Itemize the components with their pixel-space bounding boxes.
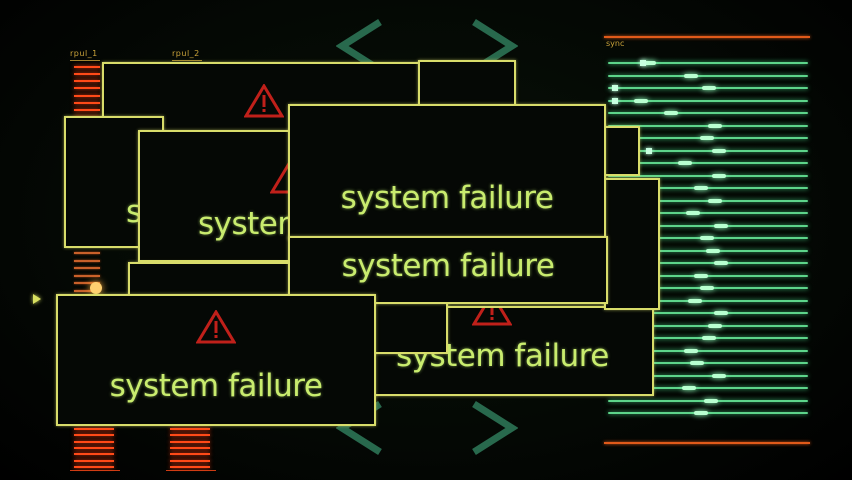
sync-pulse: [678, 161, 692, 165]
error-window[interactable]: system failure: [288, 236, 608, 304]
sync-bottom-rule: [604, 442, 810, 444]
input-knob[interactable]: [90, 282, 102, 294]
sync-line: [608, 62, 808, 64]
sync-line: [608, 187, 808, 189]
sync-pulse: [702, 336, 716, 340]
sync-marker: [646, 148, 652, 154]
chevron-right-icon: [470, 400, 518, 456]
error-window[interactable]: [418, 60, 516, 106]
error-window[interactable]: [600, 126, 640, 176]
sync-pulse: [708, 324, 722, 328]
sync-pulse: [694, 186, 708, 190]
sync-pulse: [634, 99, 648, 103]
sync-pulse: [712, 174, 726, 178]
sync-pulse: [714, 311, 728, 315]
sync-pulse: [714, 224, 728, 228]
sync-line: [608, 112, 808, 114]
sync-label: sync: [606, 39, 625, 48]
sync-line: [608, 175, 808, 177]
error-message: system failure: [109, 368, 323, 404]
sync-pulse: [690, 361, 704, 365]
warning-triangle-icon: [472, 308, 512, 326]
meter-baseline: [166, 470, 216, 471]
sync-line: [608, 350, 808, 352]
sync-panel: sync: [604, 36, 810, 448]
warning-triangle-icon: [244, 84, 284, 118]
error-window[interactable]: [604, 178, 660, 310]
sync-line: [608, 275, 808, 277]
sync-line: [608, 387, 808, 389]
sync-line: [608, 212, 808, 214]
sync-marker: [640, 60, 646, 66]
sync-pulse: [686, 211, 700, 215]
sync-pulse: [684, 74, 698, 78]
input-meter-right-bottom: [170, 428, 210, 468]
error-window[interactable]: system failure: [56, 294, 376, 426]
sync-pulse: [712, 374, 726, 378]
sync-line: [608, 362, 808, 364]
sync-line: [608, 100, 808, 102]
sync-marker: [612, 98, 618, 104]
input-meter-left-bottom: [74, 428, 114, 468]
error-window[interactable]: system failure: [138, 130, 308, 262]
sync-line: [608, 75, 808, 77]
sync-line: [608, 150, 808, 152]
sync-line: [608, 412, 808, 414]
error-window[interactable]: system failure: [288, 104, 606, 240]
input-meter-left-top: [74, 66, 100, 118]
warning-triangle-icon: [196, 310, 236, 344]
sync-pulse: [694, 274, 708, 278]
sync-marker: [612, 85, 618, 91]
sync-line: [608, 162, 808, 164]
input-label-left: rpul_1: [70, 49, 98, 58]
input-label-right: rpul_2: [172, 49, 200, 58]
sync-pulse: [694, 411, 708, 415]
play-arrow-icon[interactable]: [33, 294, 41, 304]
sync-pulse: [684, 349, 698, 353]
error-message: system failure: [340, 180, 554, 216]
sync-pulse: [664, 111, 678, 115]
input-meter-left-mid: [74, 252, 100, 292]
sync-pulse: [700, 236, 714, 240]
sync-pulse: [700, 286, 714, 290]
meter-baseline: [70, 470, 120, 471]
sync-pulse: [712, 149, 726, 153]
sync-pulse: [702, 86, 716, 90]
sync-line: [608, 262, 808, 264]
sync-pulse: [708, 124, 722, 128]
sync-pulse: [708, 199, 722, 203]
sync-pulse: [700, 136, 714, 140]
sync-line: [608, 300, 808, 302]
sync-pulse: [688, 299, 702, 303]
sync-line: [608, 225, 808, 227]
sync-pulse: [642, 61, 656, 65]
label-underline: [70, 60, 100, 61]
sync-pulse: [682, 386, 696, 390]
label-underline: [172, 60, 202, 61]
sync-pulse: [714, 261, 728, 265]
sync-line: [608, 312, 808, 314]
sync-line: [608, 375, 808, 377]
error-message: system failure: [341, 248, 555, 284]
sync-pulse: [704, 399, 718, 403]
sync-top-rule: [604, 36, 810, 38]
sync-pulse: [706, 249, 720, 253]
